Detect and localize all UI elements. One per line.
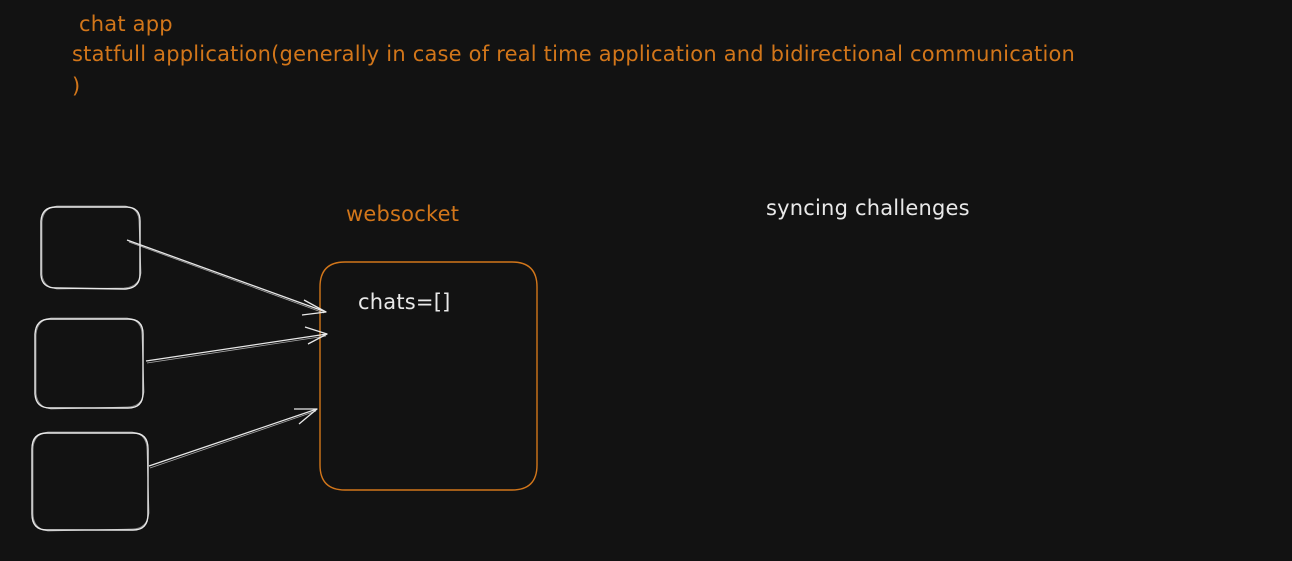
title-chat-app: chat app [79, 12, 173, 36]
arrow-client2-to-websocket [145, 326, 328, 364]
description-line: statfull application(generally in case o… [72, 42, 1076, 66]
client-box-1 [40, 205, 142, 290]
client-box-2 [34, 317, 145, 410]
websocket-label: websocket [346, 202, 460, 226]
websocket-server-box [319, 261, 538, 491]
arrow-client1-to-websocket [126, 239, 327, 316]
client-box-3 [31, 431, 150, 532]
arrow-client3-to-websocket [148, 408, 318, 469]
chats-array-text: chats=[] [358, 290, 451, 314]
description-closing-paren: ) [72, 74, 81, 98]
syncing-challenges-text: syncing challenges [766, 196, 970, 220]
